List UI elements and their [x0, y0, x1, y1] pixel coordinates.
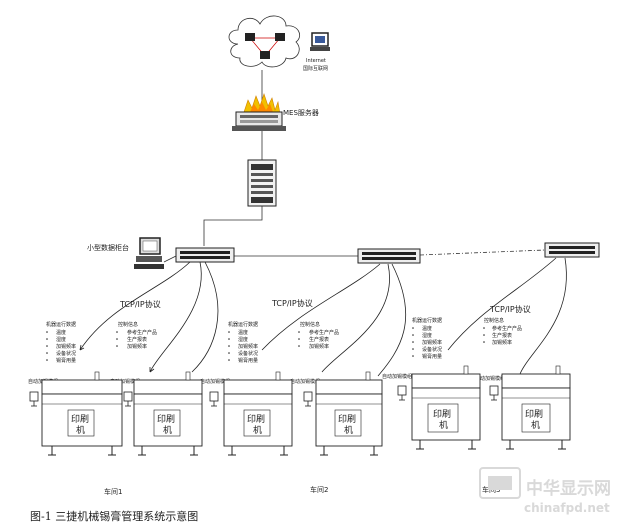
control-info-item: 加锡频率	[309, 343, 329, 350]
control-info-item: 生产报表	[309, 336, 329, 343]
internet-cloud	[228, 15, 300, 68]
machine-data-title: 机器运行数据	[46, 321, 76, 328]
watermark-cn: 中华显示网	[526, 478, 611, 499]
printer-label-2: 机	[163, 424, 172, 436]
machine-data-item: 锡膏用量	[422, 353, 442, 360]
mes-server-icon	[232, 111, 286, 131]
internet-monitor-icon	[310, 32, 330, 51]
printer-label-2: 机	[344, 424, 353, 436]
workshop-1: 机器运行数据 温度 湿度 加锡频率 设备状况 锡膏用量 控制信息 参考生产产品 …	[28, 321, 157, 385]
console-pc-icon	[134, 237, 177, 269]
switch-icon	[544, 242, 600, 258]
machine-data-item: 湿度	[56, 336, 66, 343]
printer-label-2: 机	[76, 424, 85, 436]
control-module-label: 自动加锡模组	[290, 378, 320, 385]
internet-label-cn: 国际互联网	[303, 65, 328, 72]
machine-data-item: 加锡频率	[238, 343, 258, 350]
machine-data-item: 加锡频率	[56, 343, 76, 350]
printer-label-1: 印刷	[247, 413, 265, 425]
machine-data-item: 湿度	[238, 336, 248, 343]
machine-data-item: 设备状况	[56, 350, 76, 357]
control-info-title: 控制信息	[484, 317, 504, 324]
machine-data-title: 机器运行数据	[412, 317, 442, 324]
control-info-item: 参考生产产品	[309, 329, 339, 336]
control-info-item: 参考生产产品	[492, 325, 522, 332]
machine-data-item: 锡膏用量	[238, 357, 258, 364]
printer-label-2: 机	[439, 419, 448, 431]
printer: 印刷 机	[41, 371, 123, 456]
protocol-label-2: TCP/IP协议	[271, 298, 313, 308]
control-info-item: 参考生产产品	[127, 329, 157, 336]
machine-data-item: 温度	[56, 329, 66, 336]
control-info-item: 加锡频率	[127, 343, 147, 350]
printer: 印刷 机	[501, 365, 571, 450]
machine-data-item: 设备状况	[422, 346, 442, 353]
control-module-label: 自动加锡模组	[475, 375, 505, 382]
control-info-item: 加锡频率	[492, 339, 512, 346]
control-info-item: 生产报表	[127, 336, 147, 343]
machine-data-item: 湿度	[422, 332, 432, 339]
control-module-icon	[29, 385, 499, 407]
control-module-label: 自动加锡模组	[200, 378, 230, 385]
machine-data-item: 温度	[422, 325, 432, 332]
firewall-icon	[243, 93, 281, 115]
printer-label-1: 印刷	[525, 408, 543, 420]
control-info-item: 生产报表	[492, 332, 512, 339]
figure-caption: 图-1 三捷机械锡膏管理系统示意图	[30, 509, 198, 523]
protocol-label-3: TCP/IP协议	[489, 304, 531, 314]
workshop-name-1: 车间1	[104, 487, 122, 496]
machine-data-item: 加锡频率	[422, 339, 442, 346]
control-module-label: 自动加锡模组	[382, 373, 412, 380]
machine-data-item: 设备状况	[238, 350, 258, 357]
switch-icon	[175, 247, 235, 263]
workshop-3: 机器运行数据 温度 湿度 加锡频率 设备状况 锡膏用量 控制信息 参考生产产品 …	[382, 317, 522, 382]
control-module-label: 自动加锡模组	[110, 378, 140, 385]
printer-label-1: 印刷	[157, 413, 175, 425]
printer: 印刷 机	[133, 371, 203, 456]
internet-label-en: Internet	[306, 58, 326, 64]
printer: 印刷 机	[411, 365, 481, 450]
workshop-2: 机器运行数据 温度 湿度 加锡频率 设备状况 锡膏用量 控制信息 参考生产产品 …	[200, 321, 339, 385]
watermark: 中华显示网 chinafpd.net	[479, 467, 611, 515]
switch-icon	[357, 248, 421, 264]
printer: 印刷 机	[223, 371, 293, 456]
workshop-name-2: 车间2	[310, 485, 328, 494]
control-info-title: 控制信息	[300, 321, 320, 328]
printer-label-2: 机	[531, 419, 540, 431]
printer-label-1: 印刷	[433, 408, 451, 420]
mes-server-label: MES服务器	[283, 108, 319, 117]
machine-data-item: 锡膏用量	[56, 357, 76, 364]
printer-label-1: 印刷	[71, 413, 89, 425]
tcpip-links	[79, 257, 567, 377]
printer: 印刷 机	[315, 371, 383, 456]
printer-label-2: 机	[253, 424, 262, 436]
control-info-title: 控制信息	[118, 321, 138, 328]
machine-data-item: 温度	[238, 329, 248, 336]
protocol-label-1: TCP/IP协议	[119, 299, 161, 309]
watermark-url: chinafpd.net	[524, 501, 610, 515]
console-label: 小型数据柜台	[87, 243, 129, 252]
printer-label-1: 印刷	[338, 413, 356, 425]
machine-data-title: 机器运行数据	[228, 321, 258, 328]
tower-server-icon	[247, 159, 277, 207]
